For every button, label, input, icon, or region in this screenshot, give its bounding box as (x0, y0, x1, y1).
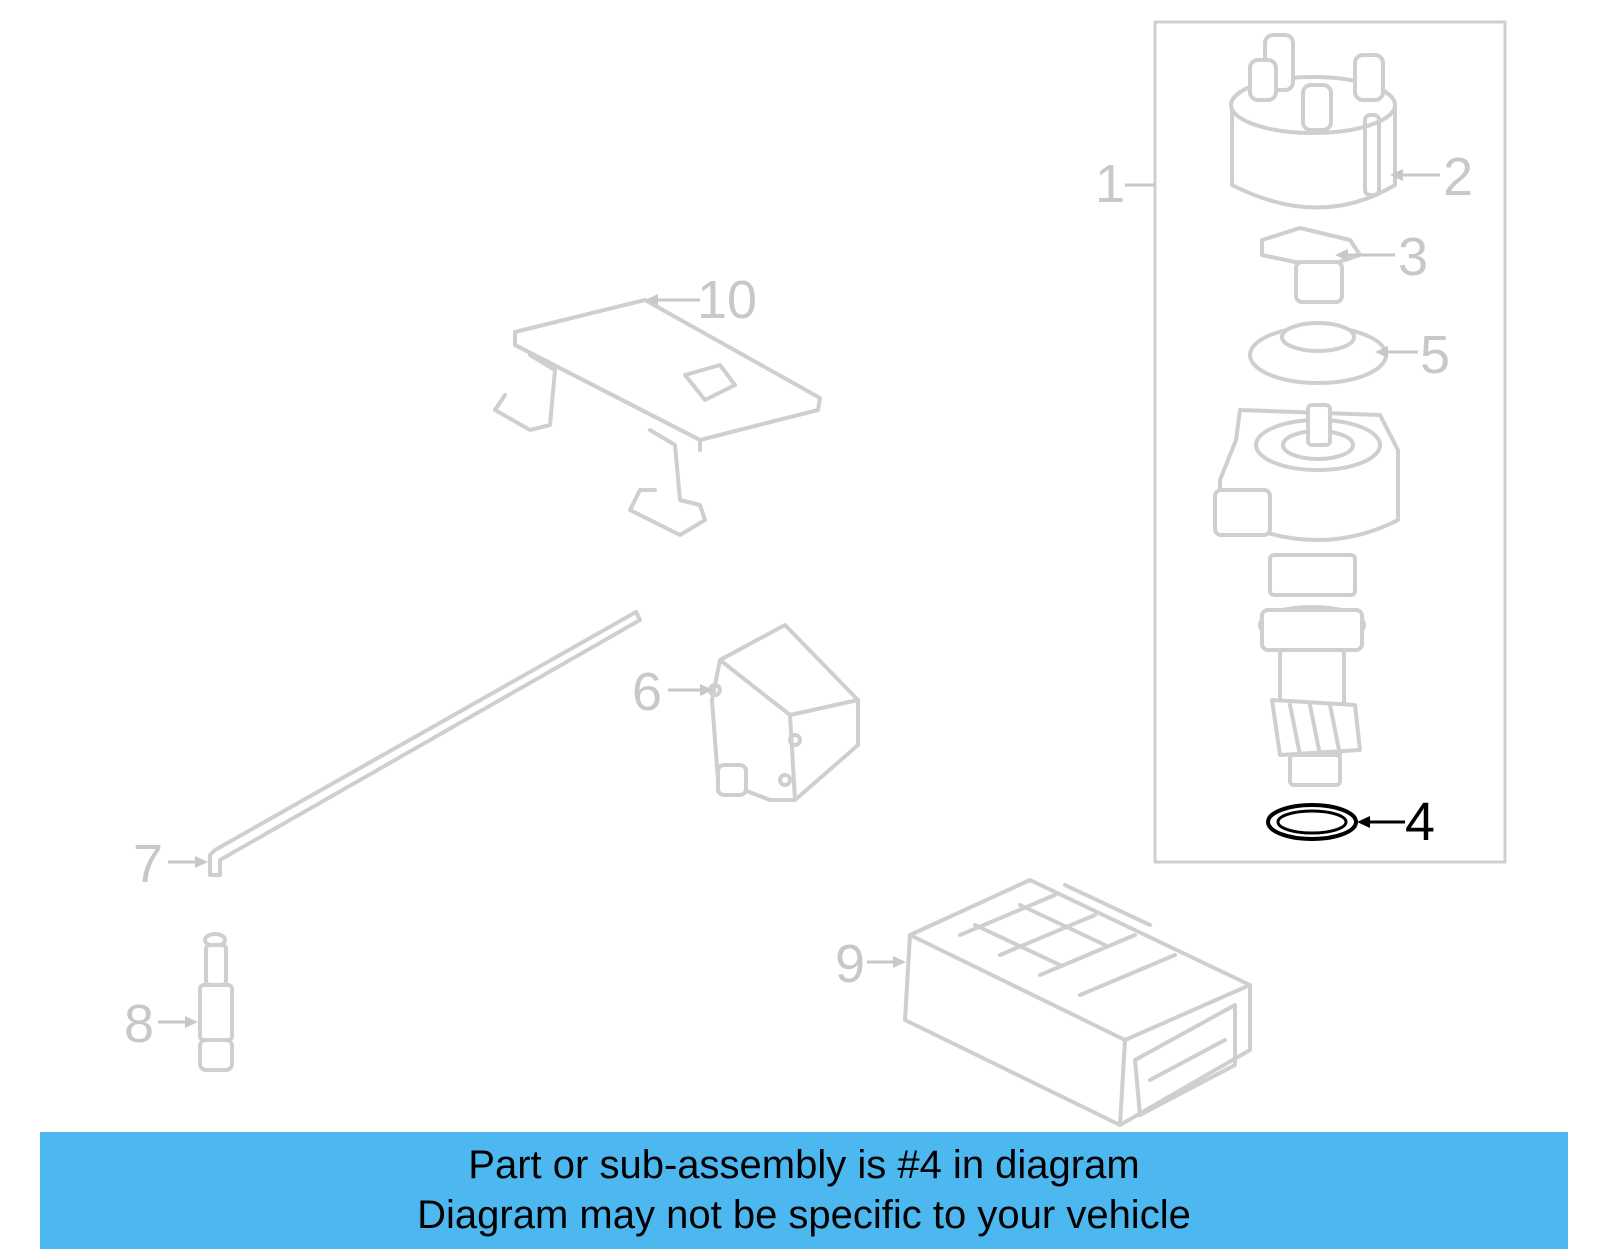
part-5-dust-shield[interactable] (1248, 321, 1388, 385)
part-2-distributor-cap[interactable] (1229, 33, 1397, 210)
callout-10: 10 (697, 270, 757, 330)
part-4-o-ring[interactable] (1266, 803, 1358, 841)
callout-3: 3 (1398, 227, 1428, 287)
callout-9: 9 (835, 934, 865, 994)
info-banner: Part or sub-assembly is #4 in diagram Di… (40, 1132, 1568, 1249)
part-8-sensor[interactable] (198, 932, 234, 1072)
part-3-rotor[interactable] (1260, 226, 1362, 304)
callout-2: 2 (1443, 147, 1473, 207)
callout-8: 8 (124, 994, 154, 1054)
part-7-rod[interactable] (208, 610, 642, 877)
assembly-box (1153, 20, 1507, 864)
part-6-ignition-coil[interactable] (708, 623, 860, 802)
callout-6: 6 (632, 662, 662, 722)
callout-4: 4 (1405, 792, 1435, 852)
banner-line-1: Part or sub-assembly is #4 in diagram (468, 1143, 1140, 1187)
part-1-distributor-body[interactable] (1213, 403, 1400, 787)
banner-line-2: Diagram may not be specific to your vehi… (417, 1193, 1191, 1237)
callout-1: 1 (1095, 154, 1125, 214)
part-9-control-module[interactable] (903, 878, 1252, 1127)
part-10-bracket[interactable] (493, 298, 822, 537)
callout-7: 7 (133, 834, 163, 894)
callout-5: 5 (1420, 325, 1450, 385)
leader-lines (158, 169, 1440, 1028)
